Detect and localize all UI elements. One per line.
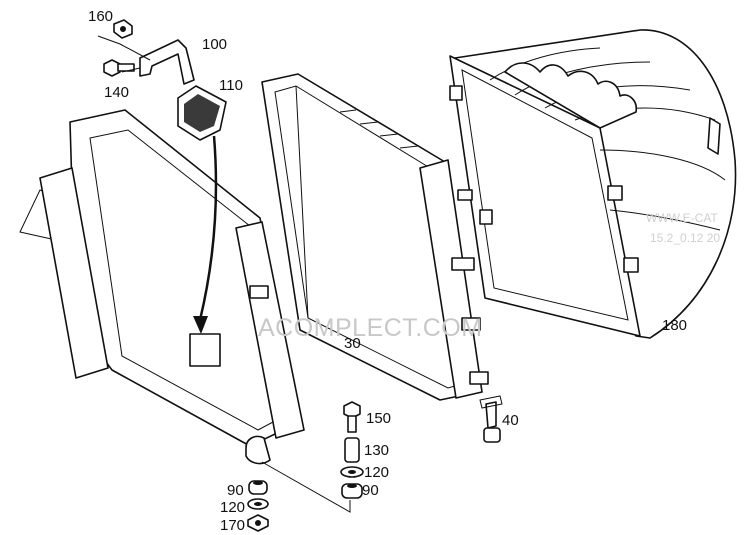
callout-100: 100 xyxy=(202,36,227,53)
fastener-stack-left xyxy=(247,480,269,532)
callout-120-left: 120 xyxy=(220,499,245,516)
mounting-bracket-part xyxy=(139,39,195,85)
bolt-part xyxy=(103,59,135,77)
watermark-brand: ACOMPLECT.COM xyxy=(258,314,483,342)
condenser-assembly-part xyxy=(19,109,305,465)
callout-160: 160 xyxy=(88,8,113,25)
watermark-corner-line2: 15.2_0.12 20 xyxy=(650,231,720,245)
drain-plug-part xyxy=(479,395,503,443)
callout-120-right: 120 xyxy=(364,464,389,481)
callout-110: 110 xyxy=(219,77,243,94)
install-direction-arrow-icon xyxy=(193,135,218,334)
callout-180: 180 xyxy=(662,317,687,334)
fan-shroud-part xyxy=(449,29,737,339)
nut-part xyxy=(113,19,133,39)
callout-30: 30 xyxy=(344,335,361,352)
callout-90-right: 90 xyxy=(362,482,379,499)
rubber-mount-part xyxy=(177,85,227,141)
callout-40: 40 xyxy=(502,412,519,429)
callout-170: 170 xyxy=(220,517,245,534)
callout-130: 130 xyxy=(364,442,389,459)
fastener-stack-right xyxy=(340,401,364,499)
callout-150: 150 xyxy=(366,410,391,427)
callout-90-left: 90 xyxy=(227,482,244,499)
callout-140: 140 xyxy=(104,84,129,101)
radiator-core-part xyxy=(261,73,489,401)
watermark-corner-line1: WWW.E-CAT xyxy=(646,211,718,225)
